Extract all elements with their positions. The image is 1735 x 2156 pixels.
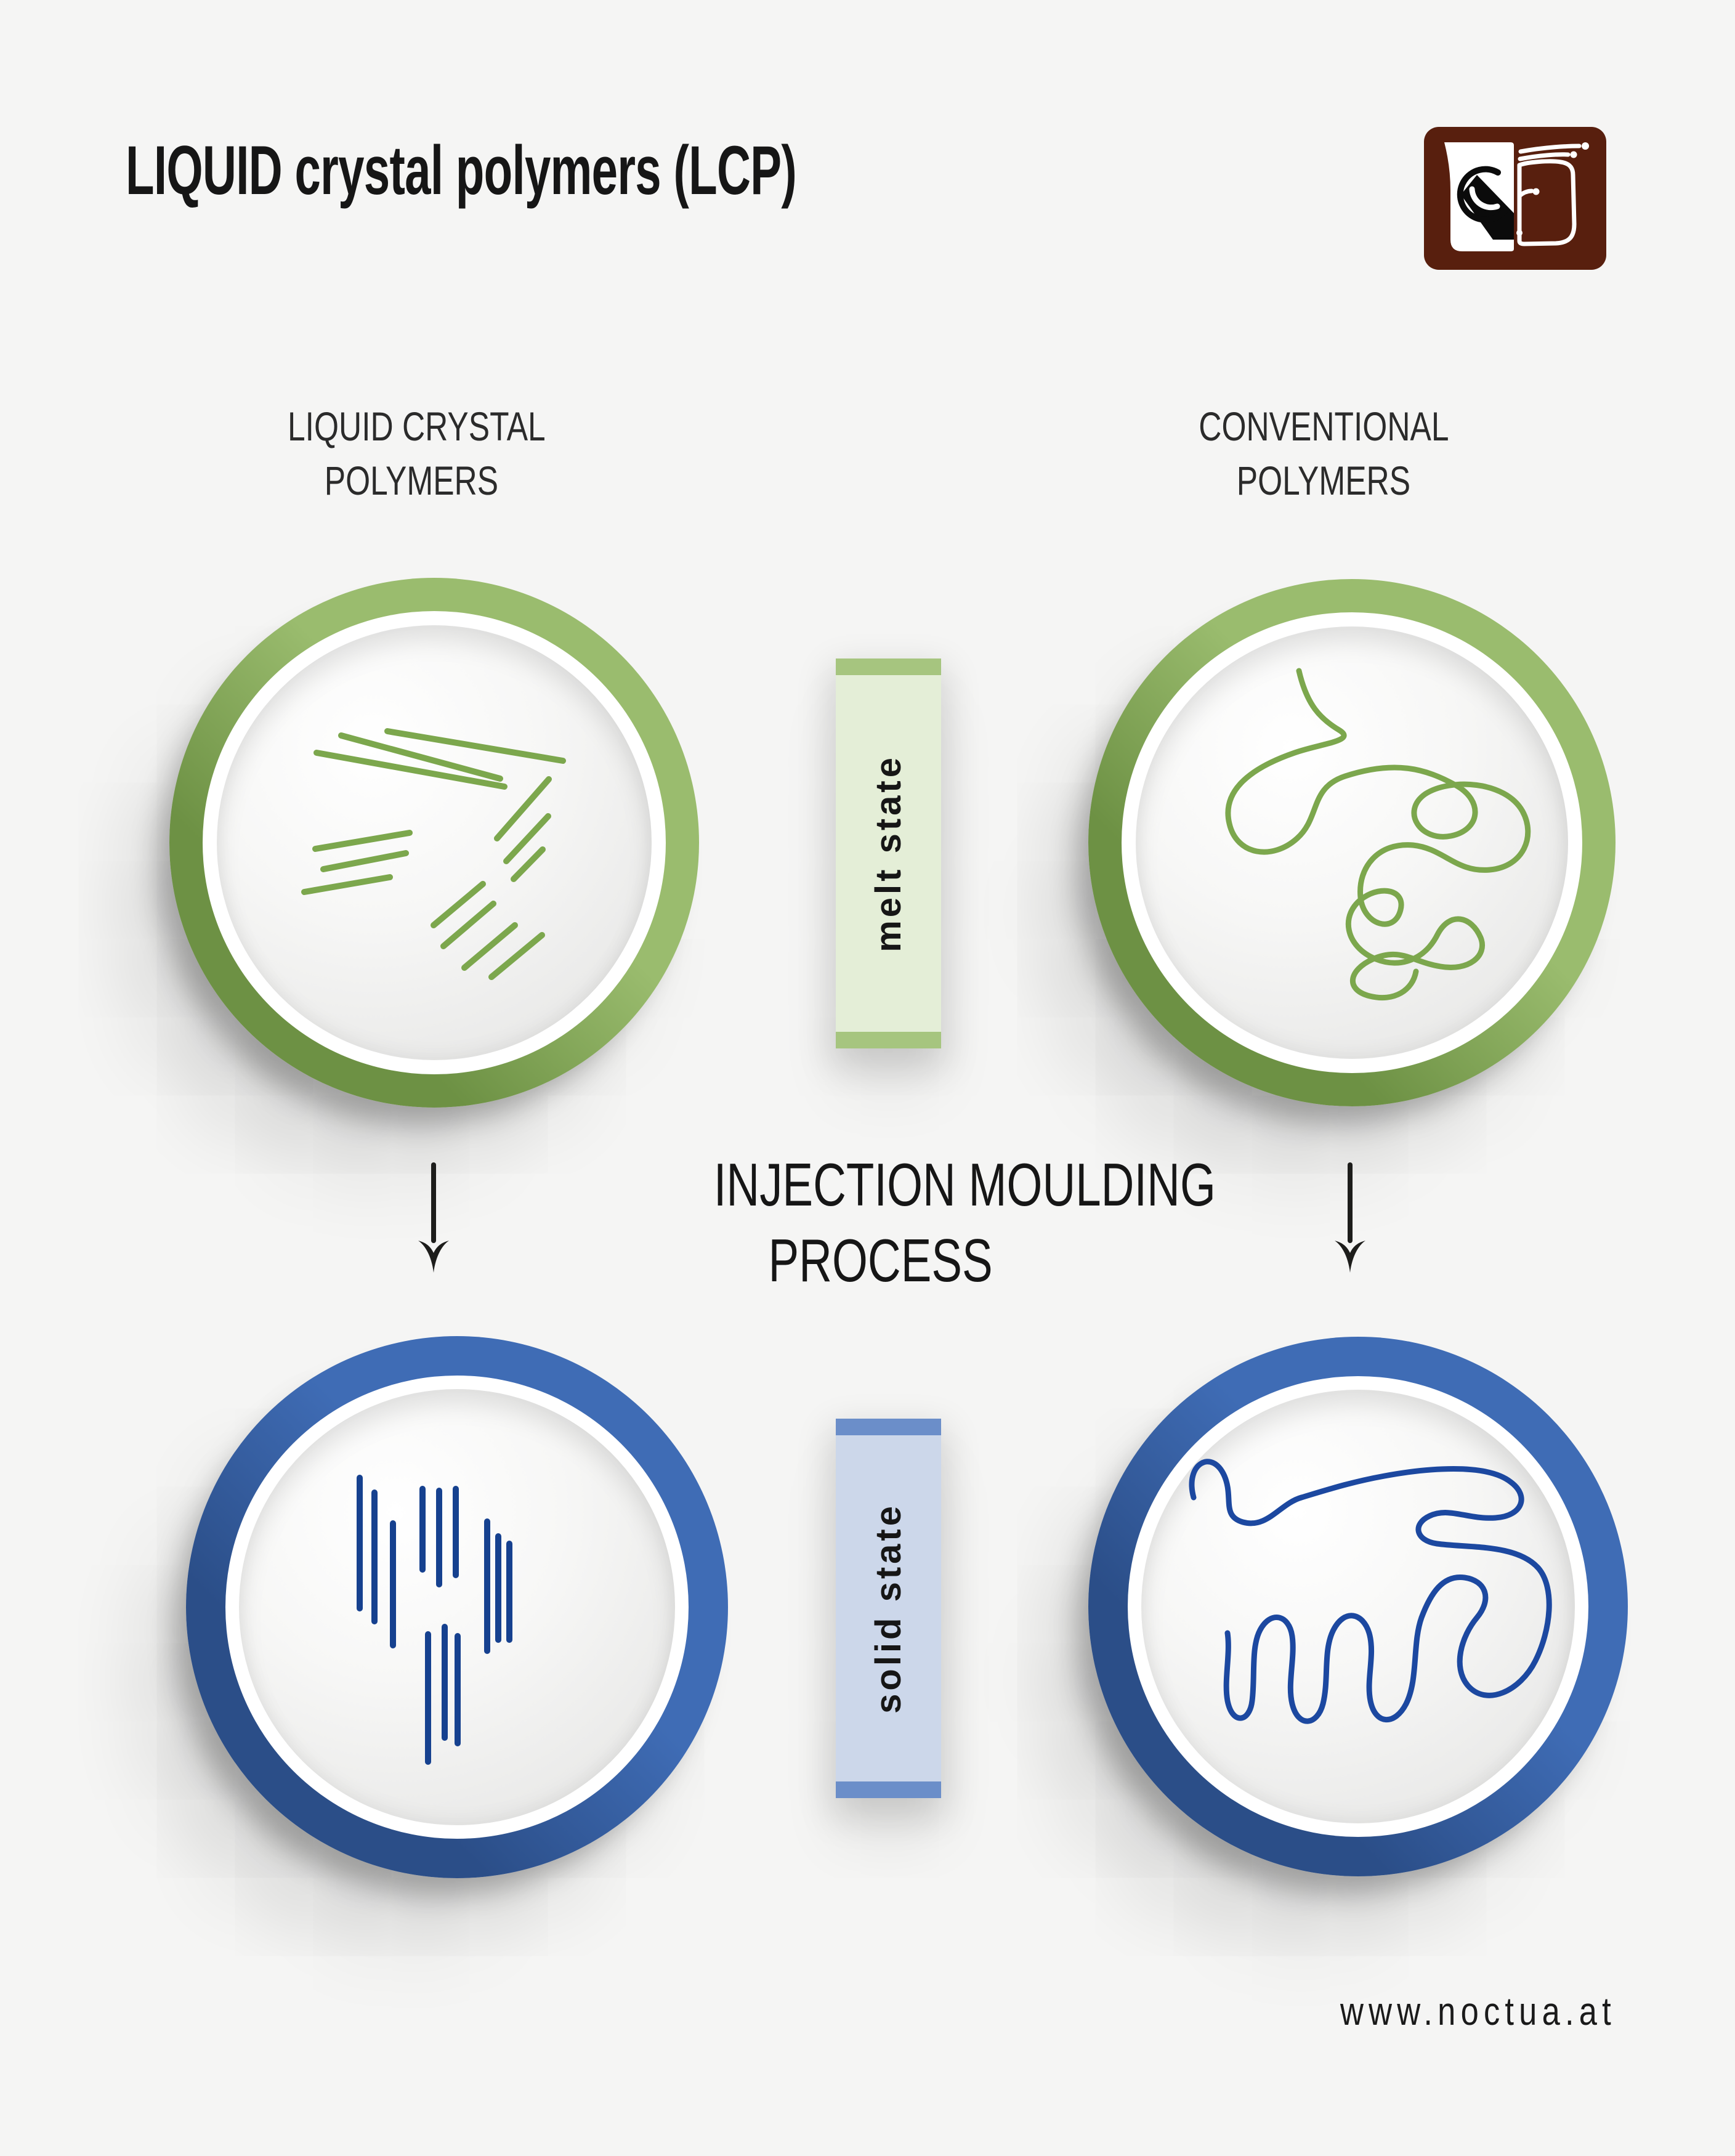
column-header-lcp-line2: POLYMERS xyxy=(324,458,499,504)
circuit-lines xyxy=(1517,144,1582,246)
melt-state-label: melt state xyxy=(836,659,941,1048)
solid-state-text: solid state xyxy=(868,1503,908,1714)
page-title: LIQUID crystal polymers (LCP) xyxy=(126,131,1112,210)
process-title-line1: INJECTION MOULDING xyxy=(713,1151,1216,1218)
noctua-owl-logo xyxy=(1424,127,1606,270)
conventional-melt-circle xyxy=(1088,579,1616,1106)
owl-eye-highlight xyxy=(1469,186,1500,211)
process-title: INJECTION MOULDING PROCESS xyxy=(634,1147,1216,1298)
lcp-solid-disc xyxy=(239,1389,675,1825)
conventional-melt-disc xyxy=(1136,626,1568,1059)
entangled-chain-icon xyxy=(1225,668,1531,1001)
process-title-line2: PROCESS xyxy=(768,1226,993,1294)
lcp-melt-disc xyxy=(217,625,652,1060)
lcp-solid-circle xyxy=(186,1336,728,1878)
lcp-melt-circle xyxy=(169,578,699,1108)
conventional-solid-disc xyxy=(1141,1390,1575,1823)
aligned-rods-icon xyxy=(301,728,566,980)
solid-state-label: solid state xyxy=(836,1419,941,1798)
page-title-text: LIQUID crystal polymers (LCP) xyxy=(126,132,797,209)
column-header-conventional-line2: POLYMERS xyxy=(1236,458,1411,504)
down-arrow-icon xyxy=(1335,1162,1365,1273)
down-arrow-icon xyxy=(418,1162,449,1273)
aligned-rods-icon xyxy=(357,1475,512,1765)
column-header-lcp-line1: LIQUID CRYSTAL xyxy=(288,403,546,449)
circuit-dots xyxy=(1516,142,1589,236)
column-header-lcp: LIQUID CRYSTAL POLYMERS xyxy=(251,399,572,508)
owl-eye-outline xyxy=(1457,166,1508,223)
column-header-conventional: CONVENTIONAL POLYMERS xyxy=(1163,399,1484,508)
entangled-chain-icon xyxy=(1189,1459,1552,1724)
footer-url: www.noctua.at xyxy=(1340,1989,1616,2033)
conventional-solid-circle xyxy=(1088,1337,1628,1876)
column-header-conventional-line1: CONVENTIONAL xyxy=(1199,403,1449,449)
melt-state-text: melt state xyxy=(868,755,908,952)
